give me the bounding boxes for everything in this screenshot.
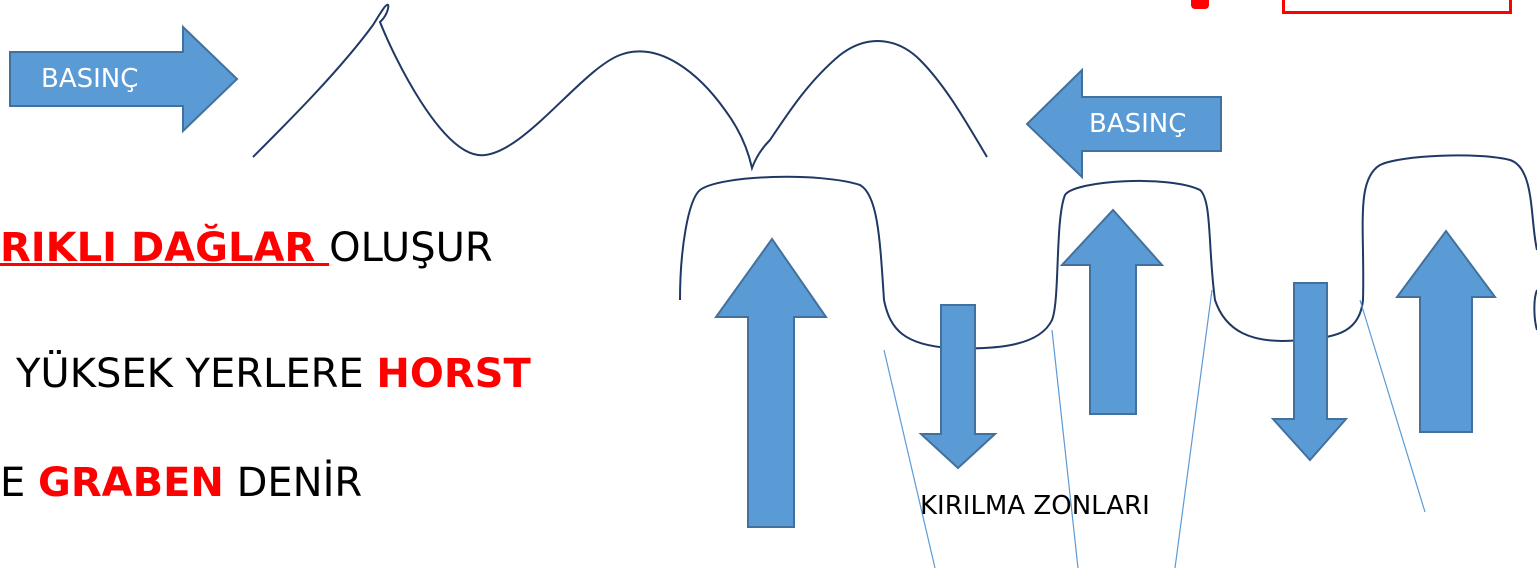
- text-line-2: YÜKSEK YERLERE HORST: [16, 354, 531, 394]
- subsidence-arrow-down-icon: [1270, 282, 1349, 462]
- text-line-1-rest: OLUŞUR: [329, 225, 493, 271]
- fault-zones-label: KIRILMA ZONLARI: [920, 491, 1150, 521]
- text-line-2-start: YÜKSEK YERLERE: [16, 351, 377, 397]
- graben-term: GRABEN: [38, 460, 224, 506]
- fault-line: [1359, 299, 1426, 513]
- pressure-label-right: BASINÇ: [1089, 109, 1187, 139]
- subsidence-arrow-down-icon: [918, 304, 998, 470]
- folded-mountains-term: RIKLI DAĞLAR: [0, 225, 330, 271]
- fault-line: [883, 349, 936, 569]
- fault-line: [1174, 289, 1213, 569]
- fold-curve: [252, 3, 988, 172]
- text-line-3-start: E: [0, 460, 38, 506]
- pressure-arrow-left-icon: [1025, 67, 1222, 180]
- title-box-frame: [1282, 0, 1512, 14]
- red-accent-mark: [1191, 0, 1209, 9]
- uplift-arrow-up-icon: [1059, 208, 1165, 415]
- horst-term: HORST: [376, 351, 531, 397]
- horst-outline-right-edge: [1533, 289, 1537, 331]
- horst-graben-outline: [679, 154, 1537, 350]
- uplift-arrow-up-icon: [714, 237, 828, 528]
- text-line-3-end: DENİR: [223, 460, 363, 506]
- text-line-3: E GRABEN DENİR: [0, 463, 362, 503]
- uplift-arrow-up-icon: [1395, 229, 1497, 433]
- text-line-1: RIKLI DAĞLAR OLUŞUR: [0, 228, 493, 268]
- pressure-label-left: BASINÇ: [41, 64, 139, 94]
- fault-line: [1051, 329, 1079, 569]
- pressure-arrow-right-icon: [9, 24, 239, 134]
